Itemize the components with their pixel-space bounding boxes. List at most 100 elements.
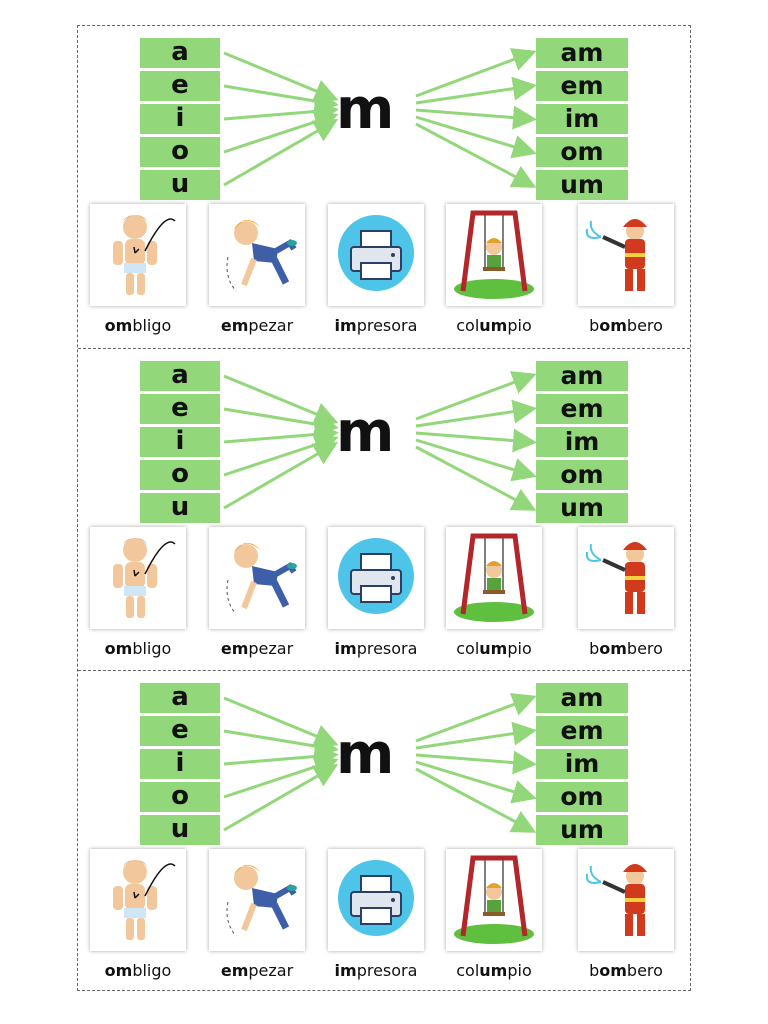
- word-syllable-highlight: em: [220, 961, 249, 980]
- arrow-out: [415, 122, 537, 188]
- word-prefix: b: [589, 961, 600, 980]
- picture-card: [446, 527, 542, 629]
- word-suffix: presora: [356, 961, 418, 980]
- center-letter: m: [336, 722, 394, 787]
- vowel-box: a: [140, 683, 220, 715]
- syllable-box: am: [536, 683, 628, 715]
- word-suffix: presora: [356, 316, 418, 335]
- arrow-diagram: [223, 371, 537, 511]
- word-syllable-highlight: om: [599, 316, 627, 335]
- arrow-in: [223, 441, 339, 510]
- arrow-in: [223, 407, 339, 436]
- word-syllable-highlight: om: [599, 639, 627, 658]
- arrow-out: [415, 721, 537, 750]
- word-suffix: pezar: [248, 639, 294, 658]
- word-label: empezar: [198, 639, 316, 658]
- arrow-out: [415, 760, 537, 804]
- vowel-box: a: [140, 361, 220, 393]
- arrow-diagram: [223, 48, 537, 188]
- word-label: columpio: [435, 639, 553, 658]
- firefighter-icon: [583, 530, 669, 626]
- word-suffix: bligo: [132, 316, 172, 335]
- arrow-out: [415, 105, 537, 130]
- syllable-box: om: [536, 460, 628, 492]
- vowel-box: u: [140, 170, 220, 202]
- picture-card: [446, 849, 542, 951]
- vowel-box: a: [140, 38, 220, 70]
- arrow-out: [415, 371, 537, 421]
- picture-card: [328, 527, 424, 629]
- arrow-in: [223, 99, 339, 124]
- arrow-out: [415, 438, 537, 482]
- arrow-in: [223, 696, 339, 748]
- arrow-out: [415, 428, 537, 453]
- word-suffix: pezar: [248, 316, 294, 335]
- word-syllable-highlight: im: [334, 639, 357, 658]
- word-syllable-highlight: om: [104, 639, 133, 658]
- picture-card: [446, 204, 542, 306]
- printer-icon: [333, 852, 419, 948]
- word-suffix: pio: [507, 639, 532, 658]
- arrow-out: [415, 750, 537, 775]
- word-prefix: col: [456, 961, 480, 980]
- arrow-in: [223, 433, 339, 477]
- boy-starting-icon: [214, 530, 300, 626]
- word-label: bombero: [567, 639, 685, 658]
- arrow-in: [223, 422, 339, 447]
- center-letter: m: [336, 77, 394, 142]
- child-navel-icon: [95, 852, 181, 948]
- word-syllable-highlight: um: [479, 961, 508, 980]
- word-label: ombligo: [79, 639, 197, 658]
- word-suffix: bero: [626, 639, 663, 658]
- syllable-box: am: [536, 361, 628, 393]
- arrow-in: [223, 763, 339, 832]
- vowel-box: e: [140, 394, 220, 426]
- word-label: empezar: [198, 961, 316, 980]
- word-prefix: col: [456, 316, 480, 335]
- word-label: impresora: [317, 639, 435, 658]
- vowel-box: i: [140, 427, 220, 459]
- word-syllable-highlight: om: [599, 961, 627, 980]
- word-label: impresora: [317, 961, 435, 980]
- vowel-box: e: [140, 716, 220, 748]
- word-suffix: bligo: [132, 639, 172, 658]
- word-syllable-highlight: um: [479, 316, 508, 335]
- arrow-in: [223, 755, 339, 799]
- arrow-out: [415, 693, 537, 743]
- vowel-box: u: [140, 815, 220, 847]
- vowel-box: o: [140, 782, 220, 814]
- boy-starting-icon: [214, 852, 300, 948]
- arrow-in: [223, 744, 339, 769]
- word-syllable-highlight: em: [220, 316, 249, 335]
- word-syllable-highlight: em: [220, 639, 249, 658]
- syllable-box: um: [536, 815, 628, 847]
- arrow-diagram: [223, 693, 537, 833]
- arrow-out: [415, 399, 537, 428]
- syllable-box: em: [536, 71, 628, 103]
- picture-card: [578, 849, 674, 951]
- word-label: columpio: [435, 961, 553, 980]
- syllable-box: um: [536, 170, 628, 202]
- arrow-out: [415, 76, 537, 105]
- swing-icon: [451, 852, 537, 948]
- syllable-box: am: [536, 38, 628, 70]
- arrow-in: [223, 51, 339, 103]
- syllable-box: im: [536, 104, 628, 136]
- picture-card: [328, 849, 424, 951]
- picture-card: [90, 527, 186, 629]
- picture-card: [90, 204, 186, 306]
- word-suffix: bligo: [132, 961, 172, 980]
- arrow-in: [223, 118, 339, 187]
- syllable-box: im: [536, 427, 628, 459]
- word-suffix: pio: [507, 961, 532, 980]
- firefighter-icon: [583, 852, 669, 948]
- printer-icon: [333, 530, 419, 626]
- word-prefix: b: [589, 316, 600, 335]
- word-label: impresora: [317, 316, 435, 335]
- word-suffix: pio: [507, 316, 532, 335]
- swing-icon: [451, 530, 537, 626]
- boy-starting-icon: [214, 207, 300, 303]
- word-syllable-highlight: im: [334, 316, 357, 335]
- child-navel-icon: [95, 207, 181, 303]
